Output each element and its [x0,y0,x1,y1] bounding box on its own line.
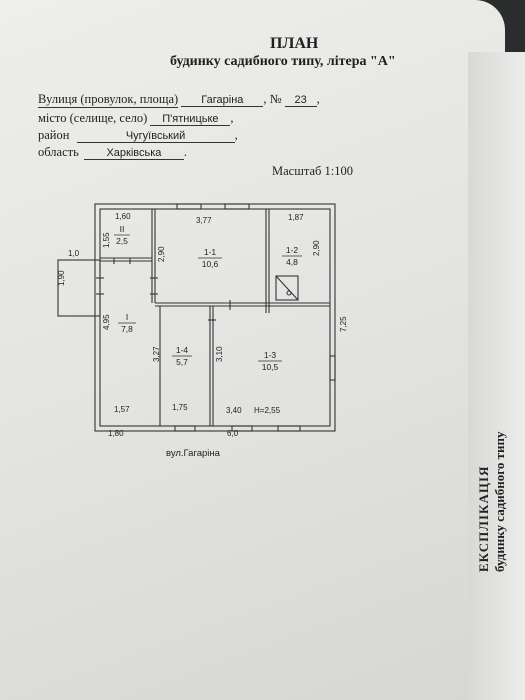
region-label: область [38,145,79,159]
room-1-3-id: 1-3 [264,350,277,360]
dim-1-90: 1,90 [57,270,66,286]
dim-3-77: 3,77 [196,216,212,225]
room-1-1-area: 10,6 [202,259,219,269]
stove-diagonal [275,275,299,301]
explication-subtitle: будинку садибного типу [492,431,507,572]
porch-outline [57,259,101,317]
document-title: ПЛАН [270,35,319,52]
document-page: ПЛАН будинку садибного типу, літера "А" … [0,0,505,700]
number-value: 23 [284,94,317,107]
explication-title: ЕКСПЛІКАЦІЯ [476,465,491,572]
dim-1-80: 1,80 [108,429,124,438]
dim-3-10: 3,10 [215,346,224,362]
room-I-area: 7,8 [121,324,133,334]
explication-heading: ЕКСПЛІКАЦІЯ будинку садибного типу [476,432,508,572]
room-1-4-area: 5,7 [176,357,188,367]
dim-1-55: 1,55 [102,232,111,248]
room-1-2-area: 4,8 [286,257,298,267]
room-1-3-area: 10,5 [262,362,279,372]
dim-1-57: 1,57 [114,405,130,414]
dim-2-90-b: 2,90 [312,240,321,256]
room-II-area: 2,5 [116,236,128,246]
region-line: область Харківська. [38,145,188,160]
document-subtitle: будинку садибного типу, літера "А" [170,54,396,69]
window-right [329,355,336,381]
dim-2-90-a: 2,90 [157,246,166,262]
dim-3-40: 3,40 [226,406,242,415]
window-top-2 [224,203,250,210]
dim-6-0: 6,0 [227,429,239,438]
street-label: Вулиця (провулок, площа) [38,92,179,108]
street-value: Гагаріна [181,94,264,107]
room-I-id: I [126,312,128,322]
district-line: район Чугуївський, [38,128,238,143]
street-line: Вулиця (провулок, площа) Гагаріна, № 23, [38,92,320,108]
city-value: П'ятницьке [150,113,231,126]
dim-1-87: 1,87 [288,213,304,222]
district-value: Чугуївський [76,130,235,143]
room-1-4-id: 1-4 [176,345,189,355]
region-value: Харківська [83,147,184,160]
window-bottom-1 [174,425,196,432]
scale-label: Масштаб 1:100 [272,164,353,178]
stove-burner [286,290,292,296]
room-II-id: II [120,224,125,234]
dim-3-27: 3,27 [152,346,161,362]
floor-plan: II 2,5 1-1 10,6 1-2 4,8 I 7,8 1-4 5,7 1-… [57,203,348,459]
window-bottom-3 [277,425,301,432]
window-bottom-2 [231,425,253,432]
room-1-2-id: 1-2 [286,245,299,255]
district-label: район [38,128,70,142]
dim-1-60: 1,60 [115,212,131,221]
outer-wall-outer [94,203,336,432]
second-page-edge: ЕКСПЛІКАЦІЯ будинку садибного типу [468,52,525,700]
city-line: місто (селище, село) П'ятницьке, [38,111,234,126]
dim-height: H=2,55 [254,406,281,415]
outer-wall-inner [99,208,331,427]
stove [275,275,299,301]
dim-1-75: 1,75 [172,403,188,412]
dim-1-0: 1,0 [68,249,80,258]
dim-7-25: 7,25 [339,316,348,332]
city-label: місто (селище, село) [38,111,148,125]
street-caption: вул.Гагаріна [166,448,221,459]
number-label: № [269,92,282,106]
room-1-1-id: 1-1 [204,247,217,257]
window-top-1 [176,203,202,210]
dim-4-95: 4,95 [102,314,111,330]
